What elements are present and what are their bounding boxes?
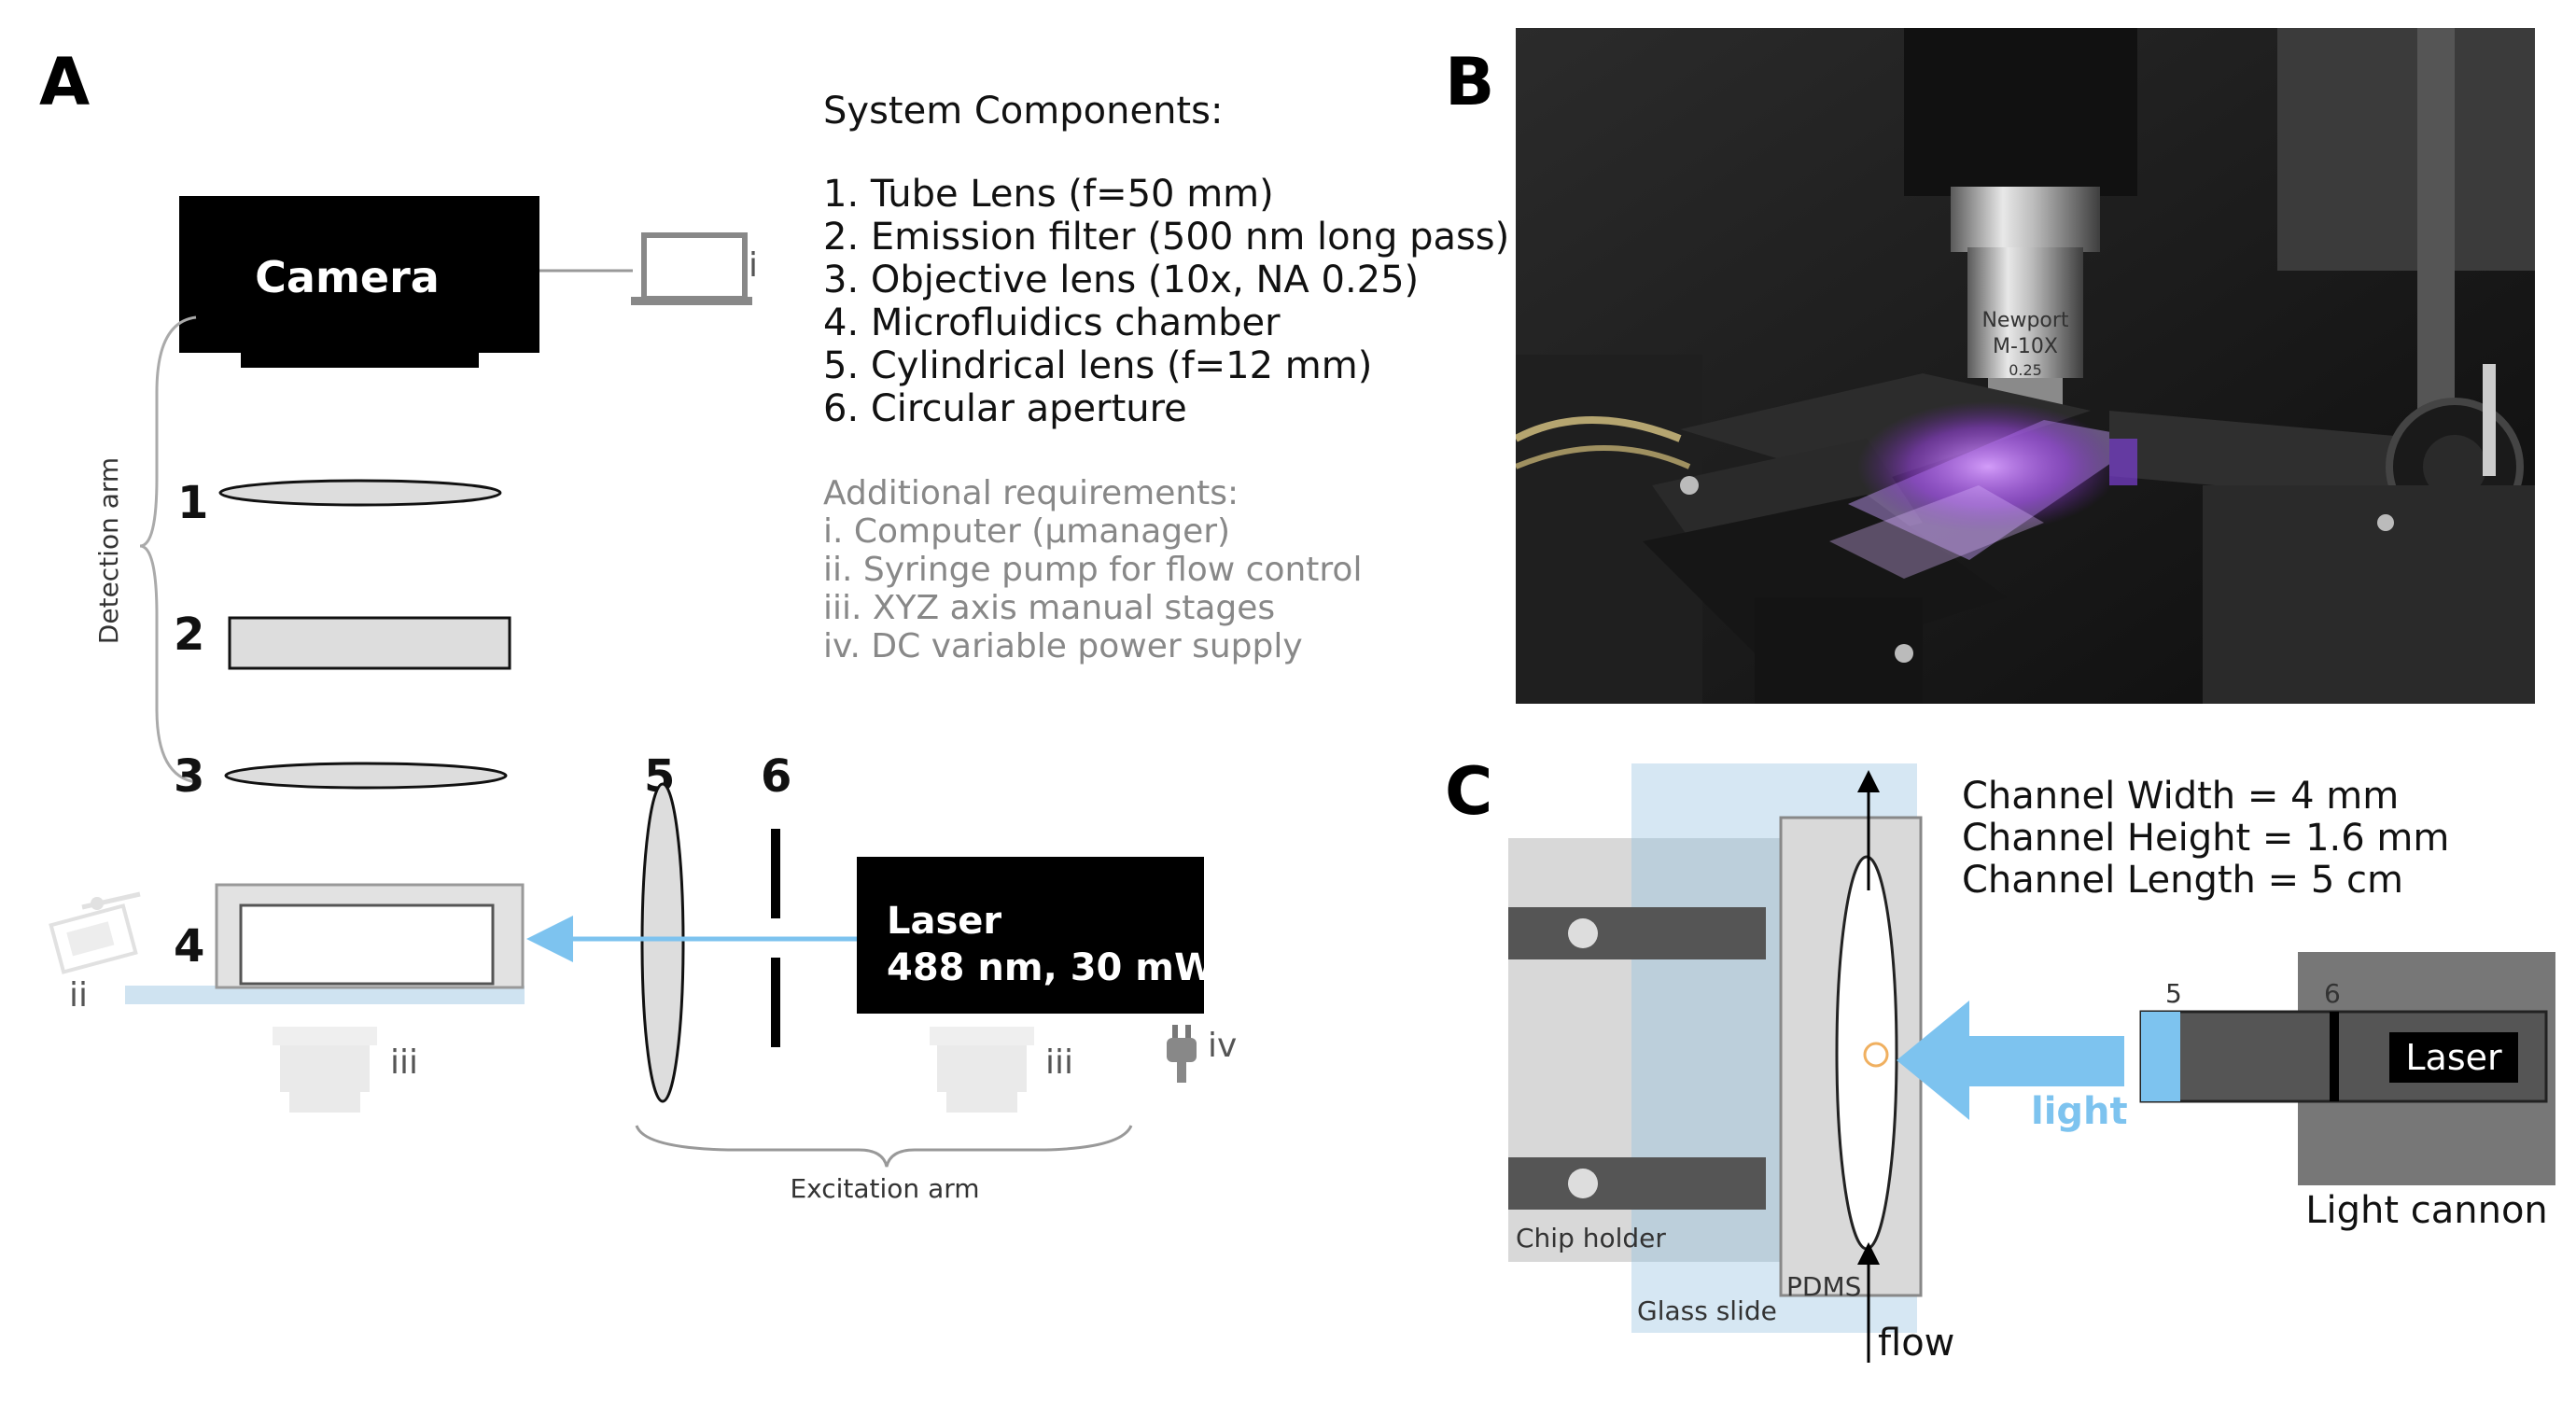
power-plug-icon: [1167, 1025, 1197, 1083]
cannon-label-6: 6: [2324, 978, 2341, 1009]
component-item-4: 4. Microfluidics chamber: [823, 301, 1281, 344]
component-item-6: 6. Circular aperture: [823, 387, 1187, 430]
aperture-top: [771, 829, 780, 918]
label-iii-stage-left: iii: [390, 1043, 418, 1082]
tube-lens: [218, 479, 502, 507]
channel-length-text: Channel Length = 5 cm: [1962, 859, 2403, 902]
label-ii-pump: ii: [69, 976, 88, 1015]
cannon-label-5: 5: [2165, 978, 2182, 1009]
panel-label-c: C: [1445, 753, 1492, 830]
number-6: 6: [761, 750, 791, 803]
aperture-bottom: [771, 958, 780, 1047]
requirement-item-2: ii. Syringe pump for flow control: [823, 551, 1362, 589]
laser-label-line2: 488 nm, 30 mW: [887, 946, 1215, 989]
light-cannon-label: Light cannon: [2305, 1189, 2548, 1232]
channel-height-text: Channel Height = 1.6 mm: [1962, 817, 2449, 860]
holder-bar-bottom: [1508, 1157, 1766, 1210]
cannon-laser-label: Laser: [2405, 1037, 2502, 1078]
chamber-glass-slide: [125, 986, 525, 1004]
requirement-item-4: iv. DC variable power supply: [823, 627, 1303, 665]
camera-block: Camera: [179, 196, 539, 368]
sample-particle: [1863, 1042, 1889, 1068]
objective-na-text: 0.25: [2009, 361, 2042, 379]
chamber-channel: [239, 903, 495, 986]
number-2: 2: [174, 609, 204, 661]
component-item-1: 1. Tube Lens (f=50 mm): [823, 173, 1274, 216]
objective-brand-text: Newport: [1981, 309, 2068, 332]
holder-screw-top: [1568, 918, 1598, 948]
detection-arm-label: Detection arm: [93, 457, 124, 644]
requirement-item-3: iii. XYZ axis manual stages: [823, 589, 1275, 627]
cylindrical-lens: [640, 782, 685, 1103]
excitation-arm-label: Excitation arm: [790, 1173, 979, 1204]
holder-bar-top: [1508, 907, 1766, 959]
light-label: light: [2031, 1090, 2128, 1133]
panel-label-a: A: [39, 44, 90, 120]
cannon-aperture: [2330, 1012, 2339, 1101]
syringe-pump-icon: [49, 891, 141, 974]
number-3: 3: [174, 750, 204, 803]
component-item-3: 3. Objective lens (10x, NA 0.25): [823, 259, 1419, 301]
emission-filter: [228, 616, 511, 670]
excitation-arm-brace: [635, 1125, 1133, 1168]
panel-label-b: B: [1445, 44, 1494, 120]
number-1: 1: [177, 477, 208, 529]
setup-photo: Newport M-10X 0.25: [1516, 28, 2535, 704]
cannon-cylindrical-lens: [2141, 1012, 2180, 1101]
glass-slide-label: Glass slide: [1637, 1295, 1777, 1326]
component-item-5: 5. Cylindrical lens (f=12 mm): [823, 344, 1372, 387]
laser-label-line1: Laser: [887, 900, 1001, 943]
requirements-title: Additional requirements:: [823, 474, 1239, 512]
objective-lens: [224, 762, 508, 790]
objective-magnification-text: M-10X: [1993, 335, 2058, 358]
component-item-2: 2. Emission filter (500 nm long pass): [823, 216, 1509, 259]
requirement-item-1: i. Computer (μmanager): [823, 512, 1230, 551]
components-title: System Components:: [823, 90, 1223, 133]
laser-block: Laser 488 nm, 30 mW: [857, 857, 1215, 1014]
flow-label: flow: [1878, 1322, 1954, 1365]
channel-width-text: Channel Width = 4 mm: [1962, 775, 2399, 818]
chip-holder-label: Chip holder: [1516, 1223, 1666, 1253]
number-4: 4: [174, 920, 204, 973]
detection-arm-brace: [139, 315, 197, 784]
xyz-stage-icon-right: [930, 1027, 1034, 1113]
computer-icon: [631, 232, 752, 305]
xyz-stage-icon-left: [273, 1027, 377, 1113]
holder-screw-bottom: [1568, 1169, 1598, 1198]
label-i-computer: i: [749, 246, 758, 285]
camera-label: Camera: [255, 252, 440, 302]
pdms-label: PDMS: [1786, 1271, 1861, 1302]
label-iii-stage-right: iii: [1045, 1043, 1073, 1082]
label-iv-power: iv: [1208, 1027, 1237, 1065]
light-arrow: [1897, 1001, 2124, 1120]
cannon-laser-box: [2389, 1032, 2518, 1083]
